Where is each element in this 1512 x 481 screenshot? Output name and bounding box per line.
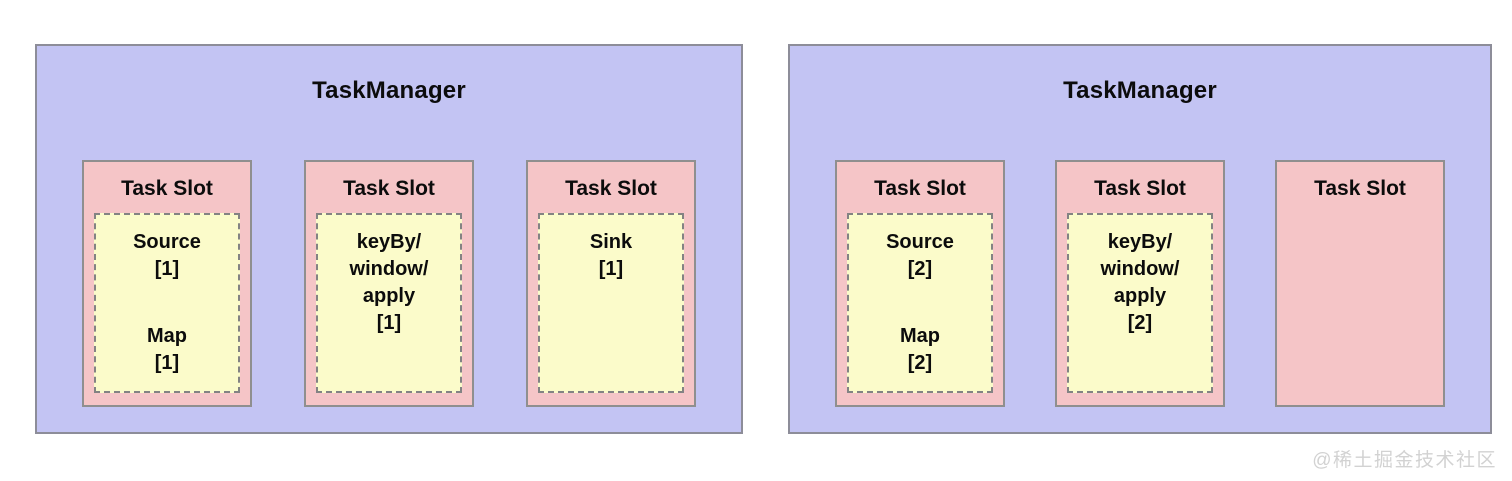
task-line: window/ — [349, 258, 429, 280]
task-slot-label: Task Slot — [1314, 177, 1406, 200]
taskmanager-title: TaskManager — [1063, 77, 1217, 104]
task-line: [2] — [907, 352, 933, 374]
subtask-box: Source [2] Map [2] — [847, 213, 993, 393]
task-slot-empty: Task Slot — [1275, 160, 1445, 407]
task-slot: Task Slot Sink [1] — [526, 160, 696, 407]
subtask-box: Sink [1] — [538, 213, 684, 393]
task-slot-label: Task Slot — [1094, 177, 1186, 200]
subtask-box: keyBy/ window/ apply [1] — [316, 213, 462, 393]
task-line: keyBy/ — [1107, 231, 1173, 253]
task-line: [2] — [1127, 312, 1153, 334]
task-line: window/ — [1100, 258, 1180, 280]
subtask-box: Source [1] Map [1] — [94, 213, 240, 393]
task-line: Map — [147, 325, 187, 347]
task-line: Source — [133, 231, 201, 253]
task-slot: Task Slot keyBy/ window/ apply [1] — [304, 160, 474, 407]
task-slot-label: Task Slot — [343, 177, 435, 200]
subtask-map: Map [2] — [849, 323, 991, 377]
watermark-text: @稀土掘金技术社区 — [1312, 450, 1497, 471]
task-line: [1] — [154, 258, 180, 280]
task-line: [1] — [376, 312, 402, 334]
subtask-keyby-window-apply: keyBy/ window/ apply [1] — [318, 229, 460, 337]
task-line: apply — [1113, 285, 1167, 307]
task-slot-label: Task Slot — [874, 177, 966, 200]
task-slot-label: Task Slot — [121, 177, 213, 200]
task-line: [2] — [907, 258, 933, 280]
task-line: Source — [886, 231, 954, 253]
task-line: Map — [900, 325, 940, 347]
task-line: [1] — [154, 352, 180, 374]
subtask-box: keyBy/ window/ apply [2] — [1067, 213, 1213, 393]
slot-row: Task Slot Source [1] Map [1] Task Slot k… — [37, 160, 741, 407]
task-slot: Task Slot Source [1] Map [1] — [82, 160, 252, 407]
subtask-keyby-window-apply: keyBy/ window/ apply [2] — [1069, 229, 1211, 337]
subtask-sink: Sink [1] — [540, 229, 682, 283]
taskmanager-box-2: TaskManager Task Slot Source [2] Map [2]… — [788, 44, 1492, 434]
task-line: [1] — [598, 258, 624, 280]
subtask-map: Map [1] — [96, 323, 238, 377]
task-slot-label: Task Slot — [565, 177, 657, 200]
task-line: Sink — [589, 231, 633, 253]
task-slot: Task Slot Source [2] Map [2] — [835, 160, 1005, 407]
task-line: apply — [362, 285, 416, 307]
taskmanager-title: TaskManager — [312, 77, 466, 104]
subtask-source: Source [1] — [96, 229, 238, 283]
task-slot: Task Slot keyBy/ window/ apply [2] — [1055, 160, 1225, 407]
slot-row: Task Slot Source [2] Map [2] Task Slot k… — [790, 160, 1490, 407]
task-line: keyBy/ — [356, 231, 422, 253]
taskmanager-box-1: TaskManager Task Slot Source [1] Map [1]… — [35, 44, 743, 434]
subtask-source: Source [2] — [849, 229, 991, 283]
